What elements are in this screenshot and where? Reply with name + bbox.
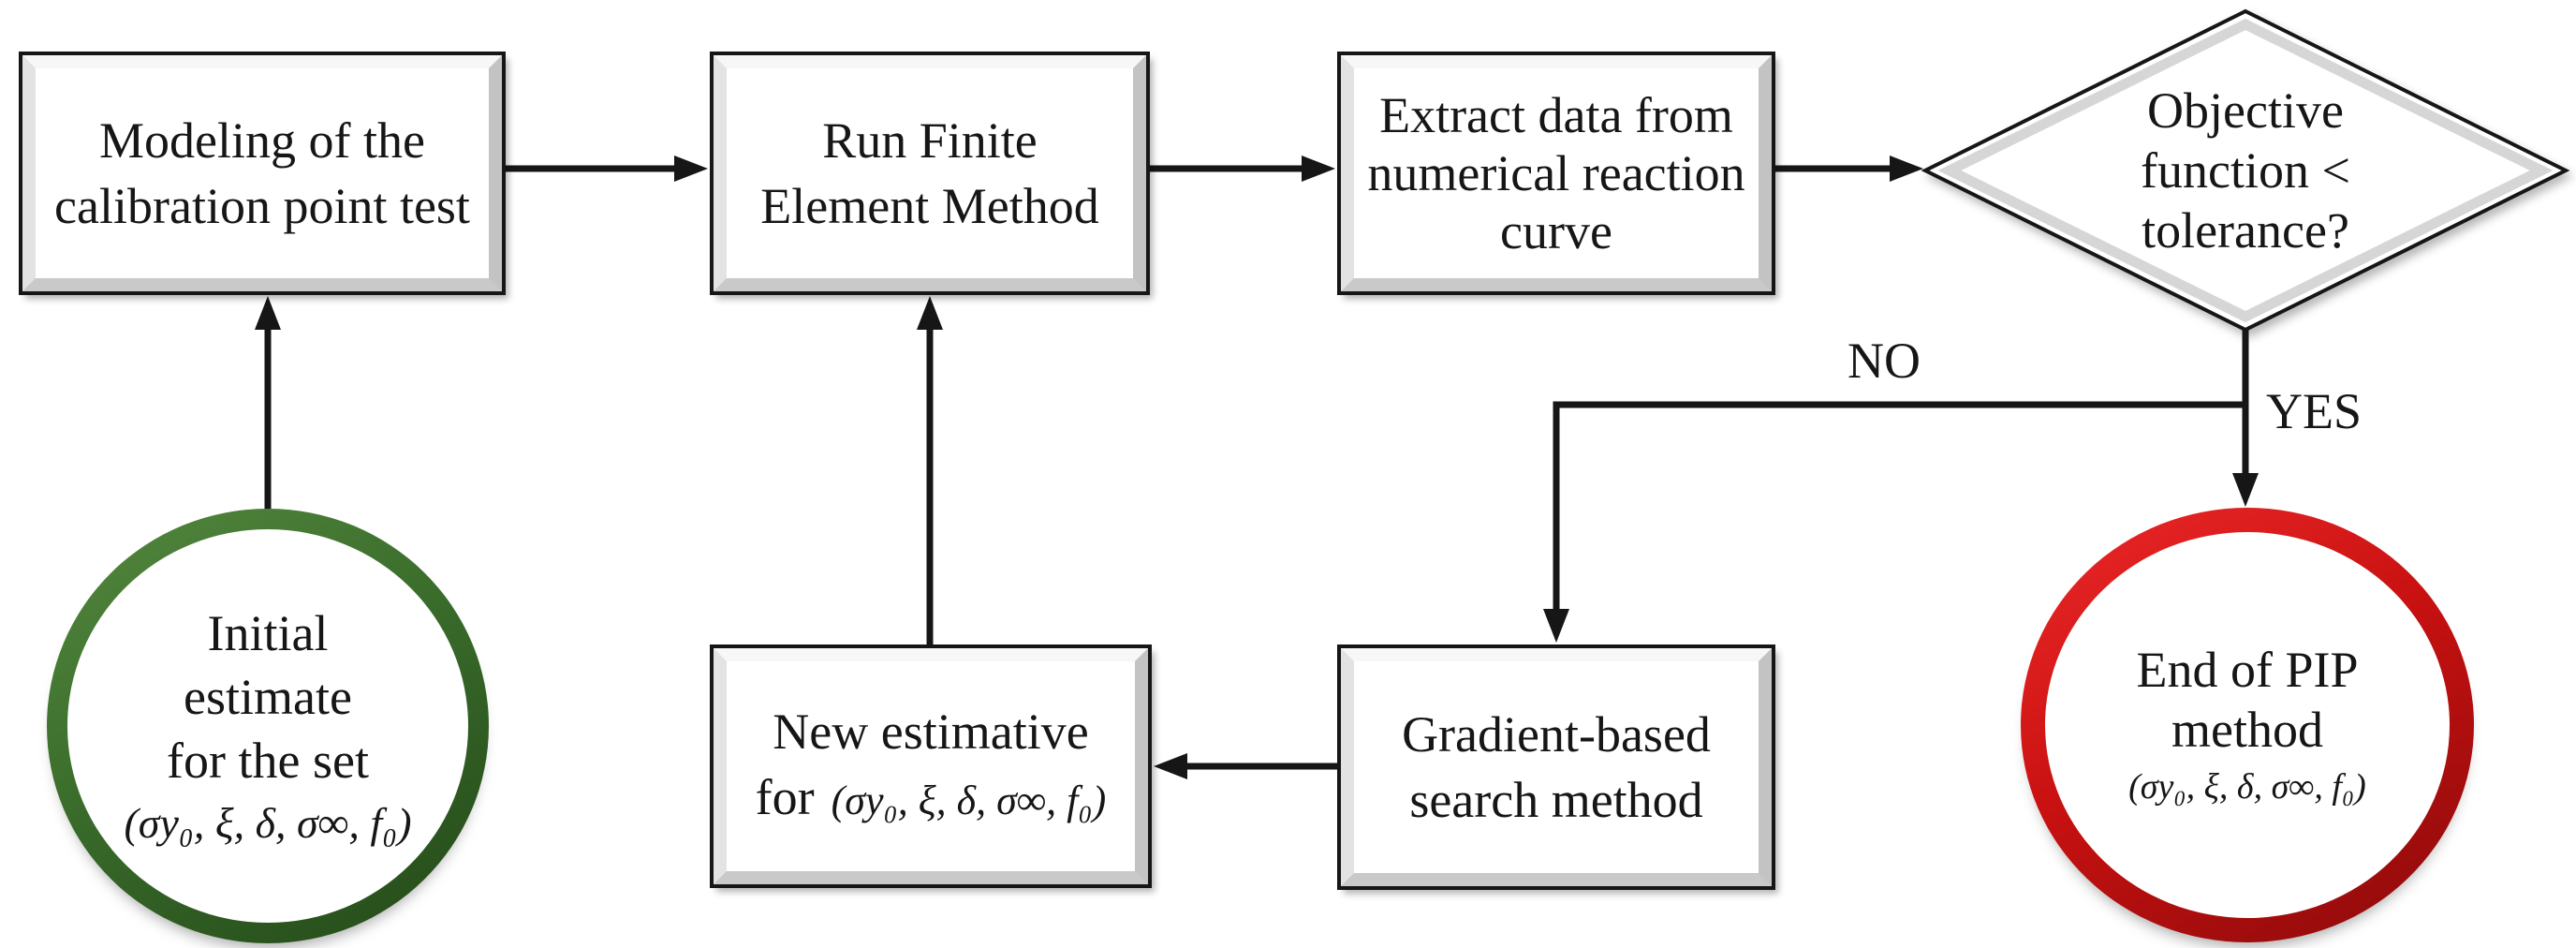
node-text-line: for (σy₀, ξ, δ, σ∞, f₀) (756, 764, 1107, 834)
arrow-run-fem-to-extract (1150, 156, 1335, 182)
start-ring-inner: Initial estimate for the set (σy₀, ξ, δ,… (67, 529, 468, 923)
node-text-line: calibration point test (54, 178, 470, 234)
node-text-line: search method (1409, 772, 1703, 828)
node-decision-objective: Objective function < tolerance? (2021, 81, 2470, 260)
arrow-extract-to-decision (1775, 156, 1923, 182)
node-text-line: New estimative (773, 704, 1089, 760)
node-text-line: method (2171, 702, 2323, 758)
node-extract-data: Extract data from numerical reaction cur… (1337, 52, 1775, 295)
node-text-line: function < (2141, 142, 2350, 199)
node-text-line: tolerance? (2142, 202, 2349, 259)
end-ring-inner: End of PIP method (σy₀, ξ, δ, σ∞, f₀) (2045, 532, 2450, 918)
node-text-line: Run Finite (822, 112, 1038, 169)
node-run-fem: Run Finite Element Method (710, 52, 1150, 295)
decision-diamond-bevel (1937, 18, 2554, 323)
node-text-line: numerical reaction (1367, 145, 1745, 201)
node-text-line: for the set (167, 733, 369, 789)
new-estimate-for-label: for (755, 769, 815, 825)
node-text-line: Initial (207, 605, 329, 661)
arrow-decision-yes-to-end (2232, 330, 2259, 507)
node-modeling: Modeling of the calibration point test (19, 52, 506, 295)
node-text-line: estimate (184, 669, 352, 725)
arrow-gradient-to-new-estimate (1154, 753, 1337, 779)
node-text-line: End of PIP (2136, 642, 2359, 698)
node-text-line: Objective (2147, 82, 2344, 139)
node-text-line: Modeling of the (99, 112, 425, 169)
node-gradient-search: Gradient-based search method (1337, 644, 1775, 890)
arrow-new-estimate-to-run-fem (917, 296, 943, 644)
edge-label-yes: YES (2266, 383, 2363, 439)
node-text-line: curve (1500, 203, 1612, 259)
node-end-pip: End of PIP method (σy₀, ξ, δ, σ∞, f₀) (2021, 508, 2474, 942)
node-new-estimate: New estimative for (σy₀, ξ, δ, σ∞, f₀) (710, 644, 1152, 888)
edge-label-no: NO (1847, 333, 1921, 389)
node-text-line: Extract data from (1379, 87, 1733, 143)
arrow-initial-to-modeling (255, 296, 281, 511)
arrow-modeling-to-run-fem (506, 156, 708, 182)
node-text-line: Gradient-based (1402, 706, 1711, 763)
node-start-initial-estimate: Initial estimate for the set (σy₀, ξ, δ,… (47, 509, 489, 943)
node-text-line: Element Method (760, 178, 1099, 234)
initial-estimate-params: (σy₀, ξ, δ, σ∞, f₀) (124, 799, 412, 847)
new-estimate-params: (σy₀, ξ, δ, σ∞, f₀) (831, 778, 1107, 823)
end-pip-params: (σy₀, ξ, δ, σ∞, f₀) (2128, 767, 2366, 807)
arrow-decision-no-to-gradient (1543, 401, 2245, 643)
